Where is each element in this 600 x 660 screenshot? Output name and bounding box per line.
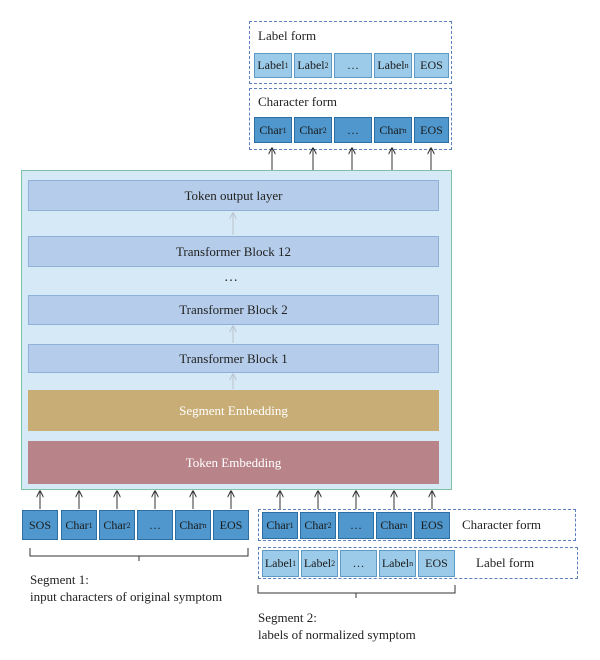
label-form-side-label: Label form	[476, 555, 535, 570]
token-embedding: Token Embedding	[28, 441, 439, 484]
cell-text: EOS	[420, 58, 443, 72]
cell-text: …	[149, 517, 161, 532]
segment1-line1: Segment 1:	[30, 572, 89, 587]
cell-text: Label	[377, 58, 405, 72]
cell-text: …	[352, 556, 365, 570]
cell-text: Char	[259, 122, 283, 137]
cell-text: …	[347, 122, 359, 137]
label-cell: …	[334, 53, 372, 78]
cell-subscript: n	[404, 61, 409, 70]
cell-subscript: 1	[282, 125, 287, 135]
input-arrows-segment2	[280, 491, 432, 509]
char-cell: …	[334, 117, 372, 143]
bert-model-box	[21, 170, 452, 490]
cell-text: Label	[381, 556, 410, 570]
input-cell: …	[137, 510, 173, 540]
cell-subscript: 1	[292, 559, 297, 568]
cell-text: Label	[297, 58, 325, 72]
cell-subscript: 2	[327, 521, 332, 530]
cell-text: Label	[264, 556, 293, 570]
seg2-label-cell: EOS	[418, 550, 455, 577]
cell-subscript: 2	[322, 125, 327, 135]
label-form-title: Label form	[258, 28, 317, 43]
segment2-line2: labels of normalized symptom	[258, 627, 416, 642]
input-cell: EOS	[213, 510, 249, 540]
cell-text: …	[350, 518, 362, 532]
cell-subscript: 2	[331, 559, 336, 568]
character-form-side-label: Character form	[462, 517, 542, 532]
cell-text: EOS	[420, 122, 443, 137]
cell-subscript: n	[202, 520, 207, 530]
cell-subscript: 2	[324, 61, 329, 70]
cell-text: Label	[303, 556, 332, 570]
token-output-layer: Token output layer	[28, 180, 439, 211]
character-form-title: Character form	[258, 94, 338, 109]
char-cell: EOS	[414, 117, 449, 143]
cell-text: Char	[379, 122, 403, 137]
cell-text: Char	[179, 517, 203, 532]
cell-text: Char	[299, 122, 323, 137]
cell-subscript: n	[409, 559, 414, 568]
transformer-block-2: Transformer Block 2	[28, 295, 439, 325]
input-cell: SOS	[22, 510, 58, 540]
cell-subscript: n	[403, 521, 408, 530]
cell-text: SOS	[28, 517, 51, 532]
segment-embedding: Segment Embedding	[28, 390, 439, 431]
segment1-caption: Segment 1: input characters of original …	[30, 571, 222, 605]
cell-text: Char	[380, 518, 404, 532]
seg2-label-cell: …	[340, 550, 377, 577]
segment2-line1: Segment 2:	[258, 610, 317, 625]
cell-text: Char	[65, 517, 89, 532]
cell-text: …	[347, 58, 359, 72]
cell-text: Char	[266, 518, 290, 532]
segment1-line2: input characters of original symptom	[30, 589, 223, 604]
input-arrows-segment1	[40, 491, 231, 509]
layer-ellipsis: …	[224, 270, 238, 285]
cell-text: EOS	[420, 518, 444, 532]
cell-subscript: 1	[88, 520, 93, 530]
cell-text: EOS	[425, 556, 448, 570]
segment2-caption: Segment 2: labels of normalized symptom	[258, 609, 416, 643]
seg2-char-cell: EOS	[414, 512, 450, 539]
cell-text: Label	[257, 58, 285, 72]
cell-subscript: 2	[126, 520, 131, 530]
transformer-block-12: Transformer Block 12	[28, 236, 439, 267]
cell-subscript: 1	[289, 521, 294, 530]
cell-subscript: 1	[284, 61, 289, 70]
cell-text: Char	[304, 518, 328, 532]
label-cell: EOS	[414, 53, 449, 78]
transformer-block-1: Transformer Block 1	[28, 344, 439, 373]
output-arrows	[272, 148, 431, 170]
cell-text: EOS	[219, 517, 243, 532]
cell-text: Char	[103, 517, 127, 532]
seg2-char-cell: …	[338, 512, 374, 539]
cell-subscript: n	[402, 125, 407, 135]
